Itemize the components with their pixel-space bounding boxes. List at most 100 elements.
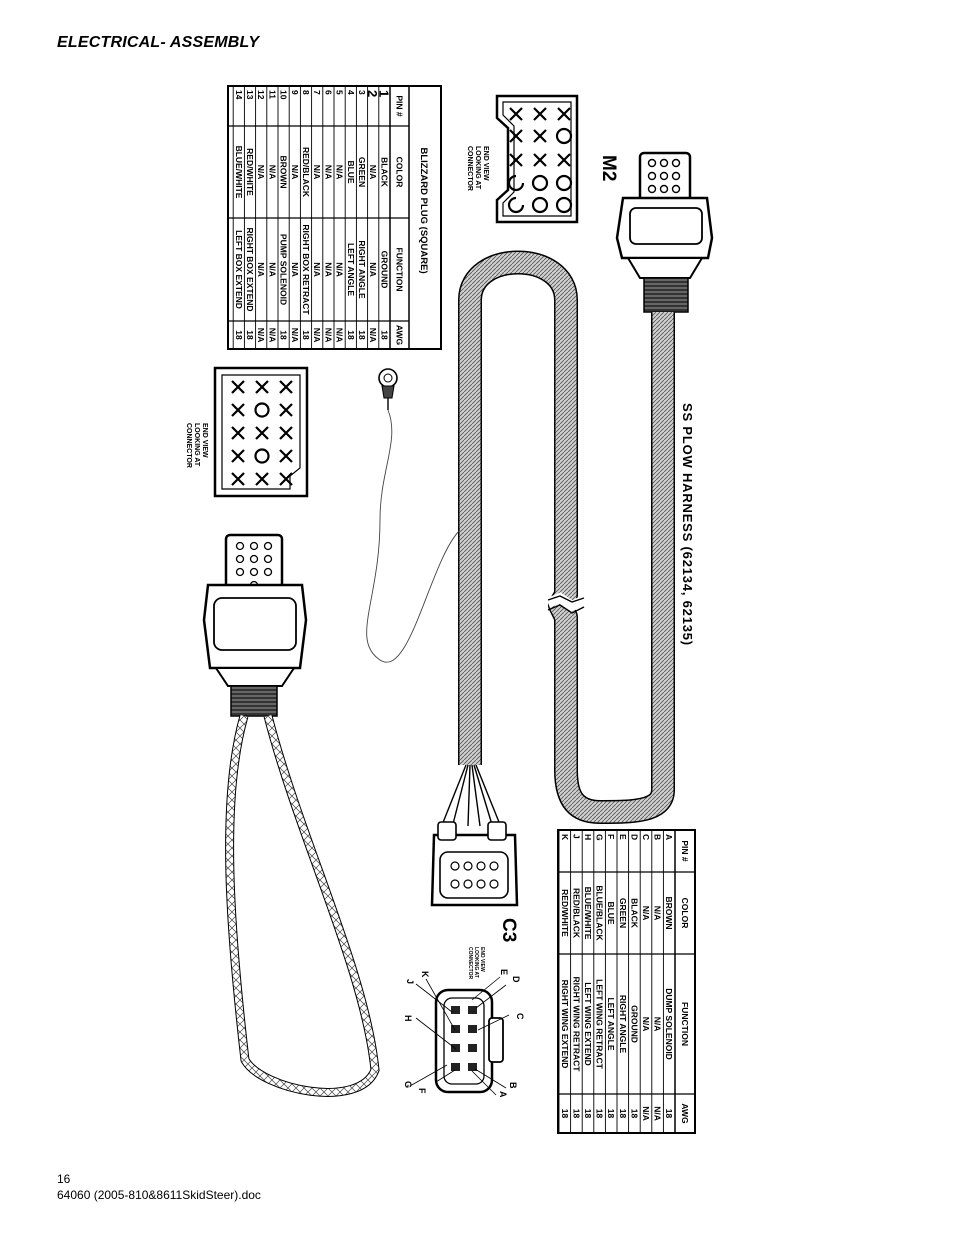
svg-text:H: H	[403, 1015, 413, 1022]
braided-loop	[225, 714, 380, 1097]
c3-cell: N/A	[641, 906, 651, 921]
c3-cell: RED/WHITE	[560, 889, 570, 937]
blizzard-cell: 7	[312, 90, 322, 95]
blizzard-cell: BLACK	[379, 157, 389, 188]
c3-cell: 18	[606, 1109, 616, 1119]
blizzard-cell: BLUE/WHITE	[234, 146, 244, 199]
c3-cell: 18	[595, 1109, 605, 1119]
blizzard-cell: N/A	[267, 165, 277, 180]
page-number: 16	[57, 1172, 71, 1186]
end-view-b-caption: END VIEW LOOKING AT CONNECTOR	[185, 423, 208, 468]
blizzard-cell: N/A	[290, 262, 300, 277]
m2-connector	[615, 151, 714, 313]
c3-header: FUNCTION	[680, 1002, 690, 1046]
svg-text:D: D	[511, 976, 521, 983]
blizzard-cell: 18	[279, 330, 289, 340]
c3-cell: RIGHT ANGLE	[618, 995, 628, 1054]
end-view-b-pins	[231, 380, 293, 486]
blizzard-cell: N/A	[267, 262, 277, 277]
blizzard-cell: 18	[357, 330, 367, 340]
c3-cell: A	[664, 834, 674, 840]
blizzard-cell: 12	[256, 90, 266, 100]
c3-cell: 18	[629, 1109, 639, 1119]
blizzard-cell: N/A	[267, 328, 277, 343]
c3-header: PIN #	[680, 840, 690, 862]
svg-text:J: J	[405, 979, 415, 984]
c3-header: COLOR	[680, 898, 690, 929]
c3-cell: 18	[664, 1109, 674, 1119]
blizzard-cell: N/A	[368, 165, 378, 180]
svg-text:LOOKING AT: LOOKING AT	[474, 146, 481, 190]
svg-text:F: F	[417, 1088, 427, 1094]
svg-text:LOOKING AT: LOOKING AT	[473, 947, 479, 978]
blizzard-cell: 18	[346, 330, 356, 340]
blizzard-cell: N/A	[256, 328, 266, 343]
c3-cell: J	[571, 834, 581, 839]
svg-text:K: K	[420, 971, 430, 978]
svg-text:END VIEW: END VIEW	[201, 423, 208, 458]
blizzard-cell: 2	[365, 90, 380, 97]
blizzard-cell: RIGHT ANGLE	[357, 240, 367, 299]
blizzard-cell: N/A	[335, 328, 345, 343]
c3-cell: GROUND	[629, 1005, 639, 1043]
c3-cell: RIGHT WING EXTEND	[560, 980, 570, 1069]
harness-title: SS PLOW HARNESS (62134, 62135)	[680, 403, 695, 646]
blizzard-cell: 18	[234, 330, 244, 340]
ground-ring-terminal	[378, 368, 398, 410]
blizzard-cell: N/A	[312, 262, 322, 277]
blizzard-cell: N/A	[335, 262, 345, 277]
blizzard-cell: N/A	[256, 165, 266, 180]
c3-cell: H	[583, 834, 593, 840]
blizzard-cell: 18	[245, 330, 255, 340]
c3-cell: 18	[571, 1109, 581, 1119]
c3-end-view	[409, 976, 510, 1096]
svg-text:G: G	[403, 1081, 413, 1088]
c3-cell: G	[595, 834, 605, 841]
svg-text:CONNECTOR: CONNECTOR	[466, 146, 473, 191]
blizzard-cell: GROUND	[379, 251, 389, 289]
svg-text:A: A	[498, 1091, 508, 1098]
blizzard-cell: N/A	[290, 165, 300, 180]
c3-cell: F	[606, 834, 616, 839]
c3-end-view-caption: END VIEW LOOKING AT CONNECTOR	[467, 947, 485, 980]
blizzard-cell: 9	[290, 90, 300, 95]
blizzard-cell: GREEN	[357, 157, 367, 187]
c3-cell: BLUE/BLACK	[595, 885, 605, 941]
c3-cell: BROWN	[664, 896, 674, 929]
c3-cell: RED/BLACK	[571, 888, 581, 939]
m2-label: M2	[598, 155, 619, 181]
c3-cell: D	[629, 834, 639, 840]
c3-cell: N/A	[653, 1106, 663, 1121]
ground-wire	[366, 409, 461, 663]
blizzard-header: COLOR	[395, 157, 405, 188]
blizzard-cell: 8	[301, 90, 311, 95]
blizzard-cell: RIGHT BOX RETRACT	[301, 224, 311, 315]
c3-pin-letters: E D C K J H G F A B	[403, 969, 525, 1098]
blizzard-cell: 13	[245, 90, 255, 100]
page-title: ELECTRICAL- ASSEMBLY	[57, 34, 260, 51]
blizzard-cell: 18	[379, 330, 389, 340]
blizzard-cell: LEFT BOX EXTEND	[234, 230, 244, 309]
c3-header: AWG	[680, 1103, 690, 1124]
blizzard-cell: RED/WHITE	[245, 148, 255, 196]
c3-label: C3	[498, 918, 519, 942]
c3-connector	[430, 821, 519, 907]
blizzard-cell: LEFT ANGLE	[346, 243, 356, 296]
blizzard-cell: RED/BLACK	[301, 147, 311, 198]
document-filename: 64060 (2005-810&8611SkidSteer).doc	[57, 1188, 261, 1202]
blizzard-cell: 4	[346, 90, 356, 95]
blizzard-cell: 3	[357, 90, 367, 95]
blizzard-title: BLIZZARD PLUG (SQUARE)	[418, 148, 429, 274]
c3-cell: 18	[560, 1109, 570, 1119]
c3-cell: N/A	[653, 1017, 663, 1032]
blizzard-plug-table: BLIZZARD PLUG (SQUARE)PIN #COLORFUNCTION…	[227, 85, 442, 350]
c3-cell: LEFT WING EXTEND	[583, 982, 593, 1066]
c3-cell: N/A	[641, 1017, 651, 1032]
blizzard-cell: BLUE	[346, 160, 356, 183]
c3-cell: E	[618, 834, 628, 840]
blizzard-cell: RIGHT BOX EXTEND	[245, 227, 255, 311]
c3-cell: B	[653, 834, 663, 840]
c3-cell: LEFT WING RETRACT	[595, 979, 605, 1070]
